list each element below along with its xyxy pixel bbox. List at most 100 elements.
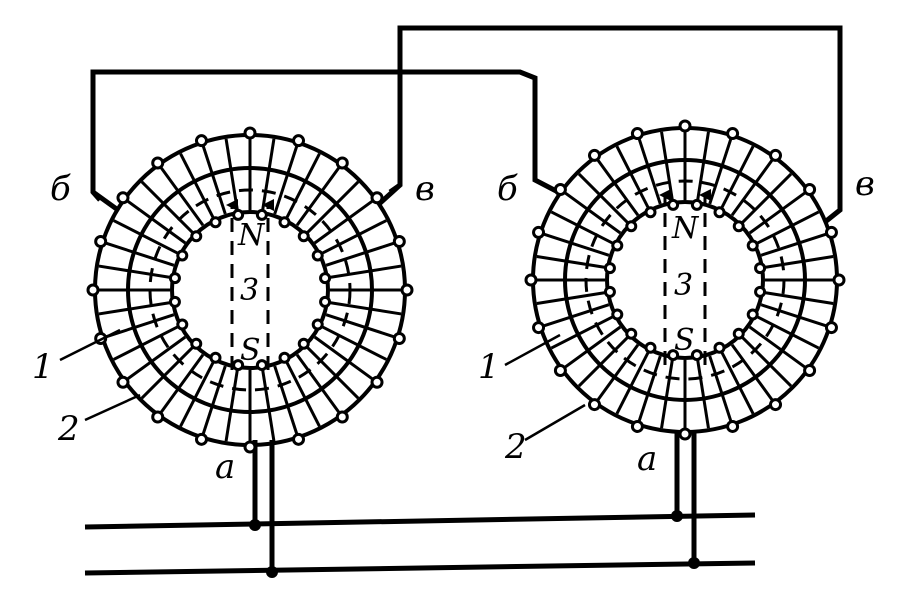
interconnect-wires <box>90 25 843 224</box>
left-winding-loop <box>243 126 257 140</box>
left-winding-loop <box>400 283 414 297</box>
left-winding-turn <box>112 324 180 361</box>
left-winding-turn <box>201 144 227 215</box>
right-junction-upper <box>671 510 683 522</box>
right-winding-loop <box>532 321 546 335</box>
right-winding-loop <box>726 127 740 141</box>
right-winding-turn <box>748 190 808 235</box>
right-label-b: б <box>497 169 518 209</box>
right-winding-loop <box>630 419 644 433</box>
right-winding-turn <box>708 136 733 205</box>
left-winding-turn <box>325 313 396 339</box>
left-winding-loop <box>370 375 384 389</box>
right-winding-turns <box>535 130 835 430</box>
left-winding-turns <box>97 137 403 443</box>
left-winding-turn <box>320 219 388 256</box>
left-label-3: 3 <box>240 273 259 308</box>
left-winding-loop <box>176 318 189 331</box>
left-winding-turn <box>98 301 172 316</box>
right-winding-turn <box>536 291 607 305</box>
left-winding-turn <box>284 152 321 220</box>
right-winding-loop <box>625 327 638 340</box>
left-label-1: 1 <box>32 347 54 387</box>
right-winding-turn <box>748 325 808 370</box>
right-winding-loop <box>732 220 745 233</box>
right-winding-turn <box>660 358 674 429</box>
right-winding-loop <box>524 273 538 287</box>
left-leader-2 <box>84 393 141 422</box>
left-winding-loop <box>392 332 406 346</box>
left-winding-loop <box>297 337 310 350</box>
bus-line-lower <box>84 560 756 576</box>
left-winding-loop <box>94 234 108 248</box>
left-winding-loop <box>278 351 291 364</box>
right-winding-loop <box>625 220 638 233</box>
left-winding-loop <box>319 295 332 308</box>
left-winding-loop <box>335 156 349 170</box>
left-winding-turn <box>98 264 172 279</box>
left-winding-loop <box>232 208 245 221</box>
right-winding-loop <box>553 364 567 378</box>
right-winding-loop <box>611 308 624 321</box>
right-winding-turn <box>763 291 834 305</box>
left-winding-turn <box>305 345 360 400</box>
right-winding-loop <box>644 341 657 354</box>
left-winding-turn <box>158 353 205 415</box>
left-winding-turn <box>328 264 402 279</box>
left-winding-loop <box>370 191 384 205</box>
right-toroid: б в a 1 2 3 N S <box>478 119 875 479</box>
left-winding-loop <box>116 375 130 389</box>
right-label-a: a <box>637 439 657 479</box>
right-winding-loop <box>824 225 838 239</box>
left-pole-s: S <box>240 333 261 368</box>
right-winding-turn <box>577 172 630 225</box>
left-winding-turn <box>104 313 175 339</box>
right-winding-turn <box>730 343 775 403</box>
right-winding-turn <box>755 314 820 350</box>
left-winding-loop <box>243 440 257 454</box>
right-winding-loop <box>690 198 703 211</box>
left-toroid: б в a 1 2 3 N S <box>32 126 435 487</box>
wire-left-b-to-right-b <box>90 69 562 202</box>
right-winding-loop <box>754 285 767 298</box>
right-winding-loop <box>732 327 745 340</box>
left-winding-loop <box>311 318 324 331</box>
left-winding-turn <box>224 138 239 212</box>
right-winding-turn <box>577 335 630 388</box>
left-winding-loop <box>194 134 208 148</box>
right-winding-turn <box>755 210 820 246</box>
right-pole-n: N <box>671 211 700 246</box>
right-winding-turn <box>708 355 733 424</box>
left-winding-turn <box>328 301 402 316</box>
left-winding-loops <box>86 126 414 454</box>
right-winding-turn <box>760 303 829 328</box>
right-winding-loop <box>678 427 692 441</box>
left-winding-turn <box>179 360 216 428</box>
right-core-inner <box>605 200 765 360</box>
right-pole-s: S <box>674 323 695 358</box>
right-winding-loop <box>678 119 692 133</box>
left-winding-turn <box>295 165 342 227</box>
left-winding-turn <box>201 365 227 436</box>
left-core-inner <box>170 210 330 370</box>
right-winding-turn <box>740 335 793 388</box>
right-winding-loop <box>611 239 624 252</box>
left-winding-turn <box>325 241 396 267</box>
left-winding-loop <box>116 191 130 205</box>
right-winding-turn <box>696 358 710 429</box>
left-winding-loop <box>86 283 100 297</box>
left-winding-loop <box>319 272 332 285</box>
right-winding-turn <box>541 232 610 257</box>
right-winding-loop <box>769 398 783 412</box>
right-label-3: 3 <box>674 268 693 303</box>
right-winding-turn <box>719 145 755 210</box>
left-winding-loop <box>190 230 203 243</box>
left-winding-loop <box>168 272 181 285</box>
right-junction-lower <box>688 557 700 569</box>
right-winding-turn <box>637 355 662 424</box>
right-winding-turn <box>660 131 674 202</box>
left-winding-turn <box>224 368 239 442</box>
left-winding-turn <box>295 353 342 415</box>
left-winding-turn <box>273 365 299 436</box>
